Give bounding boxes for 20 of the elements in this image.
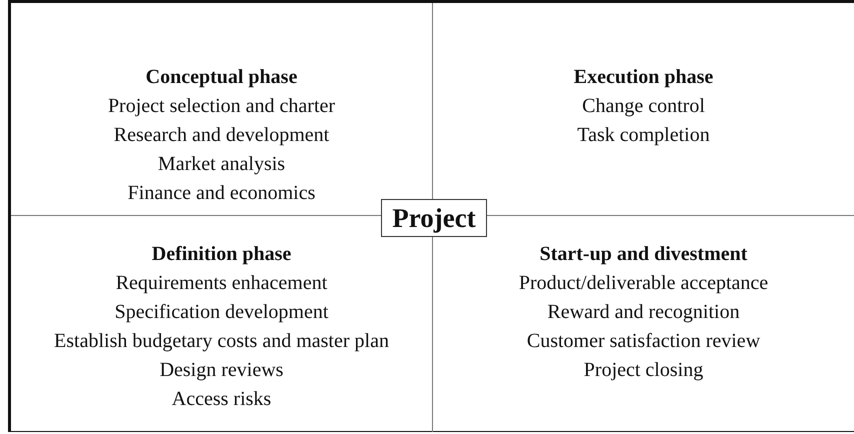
- activity-text: Specification development: [114, 300, 328, 325]
- activity-text: Product/deliverable acceptance: [518, 271, 768, 296]
- activity-text: Reward and recognition: [547, 300, 740, 325]
- activity-text: Project closing: [584, 358, 704, 383]
- phase-heading: Definition phase: [152, 242, 292, 267]
- activity-text: Access risks: [172, 387, 272, 412]
- activity-text: Customer satisfaction review: [526, 329, 760, 354]
- activity-text: Design reviews: [160, 358, 284, 383]
- phase-heading: Conceptual phase: [146, 65, 298, 90]
- activity-text: Change control: [582, 94, 705, 119]
- activity-text: Task completion: [577, 123, 710, 148]
- phase-heading: Start-up and divestment: [540, 242, 748, 267]
- activity-text: Project selection and charter: [108, 94, 336, 119]
- phase-heading: Execution phase: [574, 65, 714, 90]
- activity-text: Market analysis: [158, 152, 286, 177]
- center-box: Project: [381, 199, 487, 237]
- activity-text: Requirements enhacement: [116, 271, 328, 296]
- activity-text: Research and development: [114, 123, 330, 148]
- activity-text: Finance and economics: [128, 181, 316, 206]
- activity-text: Establish budgetary costs and master plan: [54, 329, 389, 354]
